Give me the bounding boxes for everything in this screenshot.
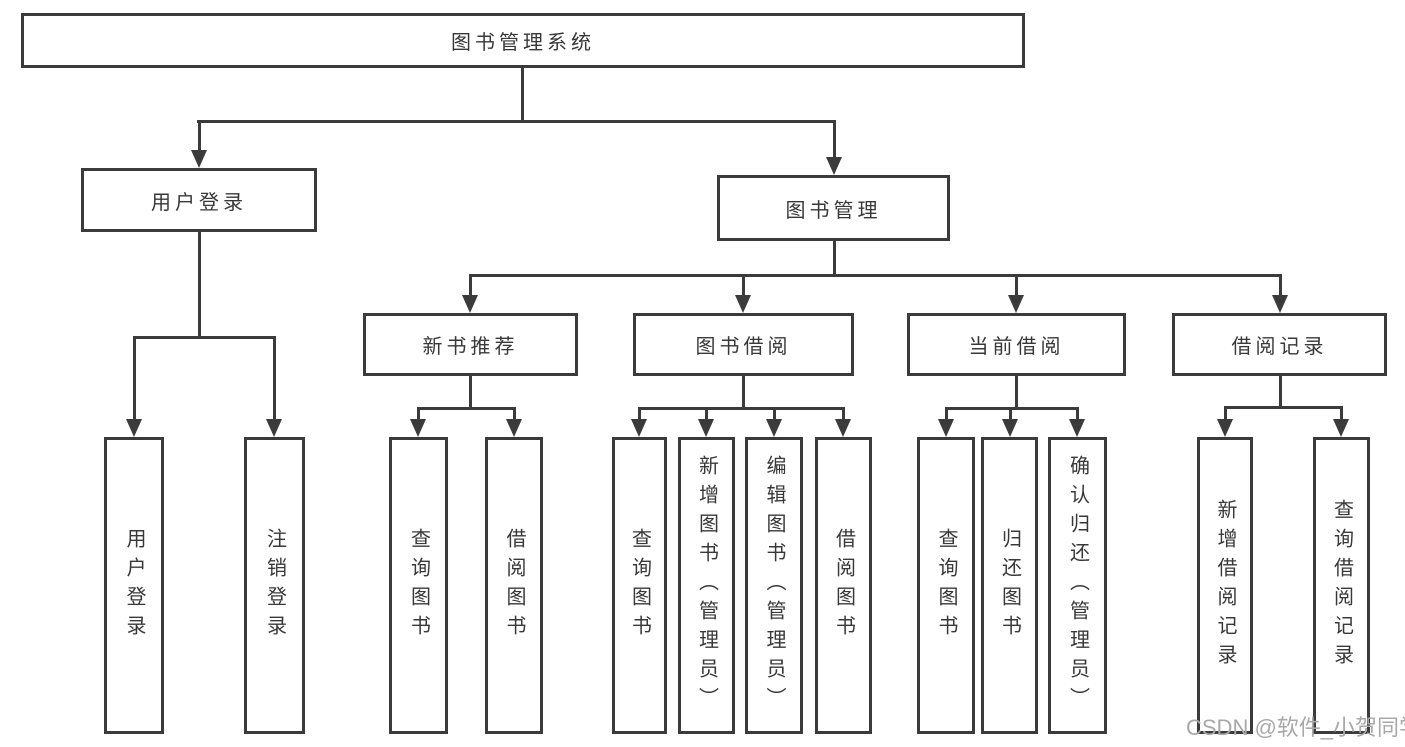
leaf-query-book-current: 查询图书: [917, 437, 975, 734]
leaf-logout-login-label: 注销登录: [263, 527, 286, 644]
leaf-query-borrow-record: 查询借阅记录: [1313, 437, 1370, 734]
node-current-borrow: 当前借阅: [907, 313, 1126, 376]
arrowhead-icon: [1272, 295, 1288, 313]
node-book-management-label: 图书管理: [785, 199, 882, 222]
connector-to-bb-borrow: [842, 407, 845, 421]
connector-level1-branch: [197, 120, 836, 123]
node-book-management: 图书管理: [717, 175, 950, 241]
connector-level2-branch: [469, 274, 1282, 277]
arrowhead-icon: [631, 419, 647, 437]
leaf-add-borrow-record: 新增借阅记录: [1197, 437, 1253, 734]
connector-to-user-login: [198, 120, 201, 152]
arrowhead-icon: [1217, 419, 1233, 437]
leaf-borrow-book-recommend: 借阅图书: [485, 437, 543, 734]
connector-to-cb-return: [1009, 407, 1012, 421]
leaf-query-book-borrow: 查询图书: [612, 437, 667, 734]
arrowhead-icon: [766, 419, 782, 437]
arrowhead-icon: [835, 419, 851, 437]
leaf-confirm-return-admin-label: 确认归还（管理员）: [1066, 455, 1089, 716]
node-root-label: 图书管理系统: [451, 32, 595, 54]
connector-borrow-record-branch: [1224, 406, 1343, 409]
arrowhead-icon: [698, 419, 714, 437]
connector-to-cb-confirm: [1076, 407, 1079, 421]
leaf-confirm-return-admin: 确认归还（管理员）: [1048, 437, 1107, 734]
connector-book-management-trunk: [833, 240, 836, 277]
leaf-logout-login: 注销登录: [244, 437, 305, 734]
arrowhead-icon: [191, 150, 207, 168]
leaf-user-login: 用户登录: [104, 437, 164, 734]
leaf-add-book-admin-label: 新增图书（管理员）: [695, 455, 718, 716]
connector-user-login-branch: [133, 336, 276, 339]
connector-to-cb-query: [945, 407, 948, 421]
node-book-borrow-label: 图书借阅: [695, 336, 792, 358]
node-new-book-recommend-label: 新书推荐: [422, 336, 519, 358]
connector-root-trunk: [521, 66, 524, 123]
node-new-book-recommend: 新书推荐: [363, 313, 578, 376]
arrowhead-icon: [1002, 419, 1018, 437]
connector-user-login-trunk: [198, 231, 201, 338]
connector-current-borrow-trunk: [1015, 375, 1018, 410]
leaf-return-book-label: 归还图书: [998, 527, 1021, 644]
connector-to-bb-edit: [773, 407, 776, 421]
connector-to-nb-borrow: [513, 407, 516, 421]
connector-borrow-record-trunk: [1279, 375, 1282, 409]
node-current-borrow-label: 当前借阅: [968, 336, 1065, 358]
connector-book-borrow-trunk: [742, 375, 745, 410]
leaf-borrow-book: 借阅图书: [815, 437, 872, 734]
leaf-borrow-book-label: 借阅图书: [832, 527, 855, 644]
arrowhead-icon: [735, 295, 751, 313]
arrowhead-icon: [506, 419, 522, 437]
connector-current-borrow-branch: [945, 407, 1079, 410]
node-user-login: 用户登录: [81, 168, 317, 232]
connector-to-leaf-user-login: [133, 336, 136, 421]
leaf-add-borrow-record-label: 新增借阅记录: [1214, 498, 1236, 673]
arrowhead-icon: [410, 419, 426, 437]
leaf-edit-book-admin-label: 编辑图书（管理员）: [763, 455, 785, 716]
connector-to-br-query: [1340, 406, 1343, 421]
node-book-borrow: 图书借阅: [633, 313, 854, 376]
connector-to-nb-query: [417, 407, 420, 421]
arrowhead-icon: [1008, 295, 1024, 313]
connector-to-book-borrow: [742, 274, 745, 298]
leaf-user-login-label: 用户登录: [123, 527, 145, 644]
node-root: 图书管理系统: [21, 13, 1025, 68]
connector-to-borrow-record: [1279, 274, 1282, 298]
leaf-edit-book-admin: 编辑图书（管理员）: [745, 437, 803, 734]
leaf-add-book-admin: 新增图书（管理员）: [678, 437, 735, 734]
arrowhead-icon: [938, 419, 954, 437]
leaf-return-book: 归还图书: [981, 437, 1038, 734]
arrowhead-icon: [1333, 419, 1349, 437]
connector-to-bb-query: [638, 407, 641, 421]
connector-to-new-book: [469, 274, 472, 298]
leaf-query-borrow-record-label: 查询借阅记录: [1330, 498, 1353, 673]
arrowhead-icon: [826, 157, 842, 175]
connector-to-book-management: [833, 120, 836, 159]
connector-to-br-add: [1224, 406, 1227, 421]
arrowhead-icon: [266, 419, 282, 437]
connector-to-bb-add: [705, 407, 708, 421]
connector-book-borrow-branch: [638, 407, 845, 410]
watermark: CSDN @软件_小贺同学: [1186, 715, 1405, 740]
connector-new-book-trunk: [469, 375, 472, 410]
connector-to-leaf-logout: [273, 336, 276, 421]
leaf-query-book-recommend: 查询图书: [389, 437, 448, 734]
node-user-login-label: 用户登录: [151, 191, 247, 214]
leaf-query-book-borrow-label: 查询图书: [628, 527, 651, 644]
arrowhead-icon: [462, 295, 478, 313]
node-borrow-record: 借阅记录: [1172, 313, 1387, 376]
arrowhead-icon: [126, 419, 142, 437]
node-borrow-record-label: 借阅记录: [1231, 336, 1328, 358]
connector-new-book-branch: [417, 407, 515, 410]
arrowhead-icon: [1069, 419, 1085, 437]
leaf-query-book-recommend-label: 查询图书: [407, 527, 430, 644]
connector-to-current-borrow: [1015, 274, 1018, 298]
leaf-query-book-current-label: 查询图书: [935, 527, 957, 644]
leaf-borrow-book-recommend-label: 借阅图书: [503, 527, 525, 644]
